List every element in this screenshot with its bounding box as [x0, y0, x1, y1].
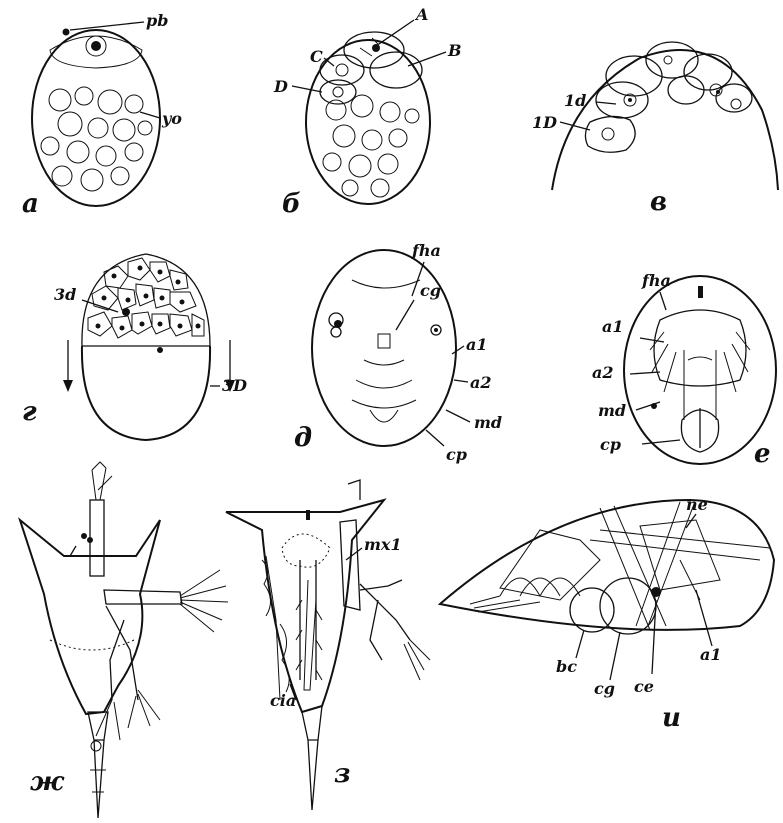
panel-z-larva: [226, 480, 430, 810]
panel-a-egg: [32, 22, 160, 206]
panel-letter-a: а: [22, 189, 39, 219]
label-z-cia: cia: [270, 691, 296, 710]
panel-d-embryo: [312, 250, 470, 446]
panel-letter-zh: ж: [30, 767, 65, 797]
panel-i-larva: [440, 500, 774, 680]
panel-letter-d: д: [294, 423, 312, 453]
label-d-cg: cg: [420, 281, 441, 300]
label-1d: 1d: [564, 91, 586, 110]
label-d-fha: fha: [411, 241, 441, 260]
label-d-a2: a2: [470, 373, 492, 392]
label-pb: pb: [146, 11, 168, 30]
label-d-a1: a1: [466, 335, 488, 354]
label-i-a1: a1: [700, 645, 722, 664]
label-e-a2: a2: [592, 363, 614, 382]
label-e-md: md: [598, 401, 626, 420]
label-z-mx1: mx1: [364, 535, 402, 554]
label-e-fha: fha: [641, 271, 671, 290]
panel-letter-v: в: [650, 187, 667, 217]
label-i-ce: ce: [634, 677, 654, 696]
label-e-a1: a1: [602, 317, 624, 336]
panel-letter-b: б: [282, 189, 301, 219]
panel-e-embryo: [624, 276, 776, 464]
label-B: B: [447, 41, 462, 60]
label-d-md: md: [474, 413, 502, 432]
panel-letter-e: е: [754, 439, 771, 469]
panel-zh-larva: [20, 462, 228, 818]
panel-g-egg: [63, 254, 235, 440]
panel-letter-g: г: [22, 397, 37, 427]
panel-letter-z: з: [334, 759, 351, 789]
label-3d: 3d: [54, 285, 76, 304]
label-D: D: [273, 77, 288, 96]
label-yo: yo: [161, 109, 182, 128]
label-1D: 1D: [532, 113, 557, 132]
label-i-bc: bc: [556, 657, 577, 676]
label-i-ne: ne: [686, 495, 708, 514]
label-A: A: [414, 5, 428, 24]
label-3D: 3D: [222, 376, 247, 395]
label-e-cp: cp: [600, 435, 621, 454]
panel-letter-i: и: [662, 703, 681, 733]
label-d-cp: cp: [446, 445, 467, 464]
label-C: C: [310, 47, 323, 66]
panel-v-egg: [552, 42, 778, 190]
label-i-cg: cg: [594, 679, 615, 698]
